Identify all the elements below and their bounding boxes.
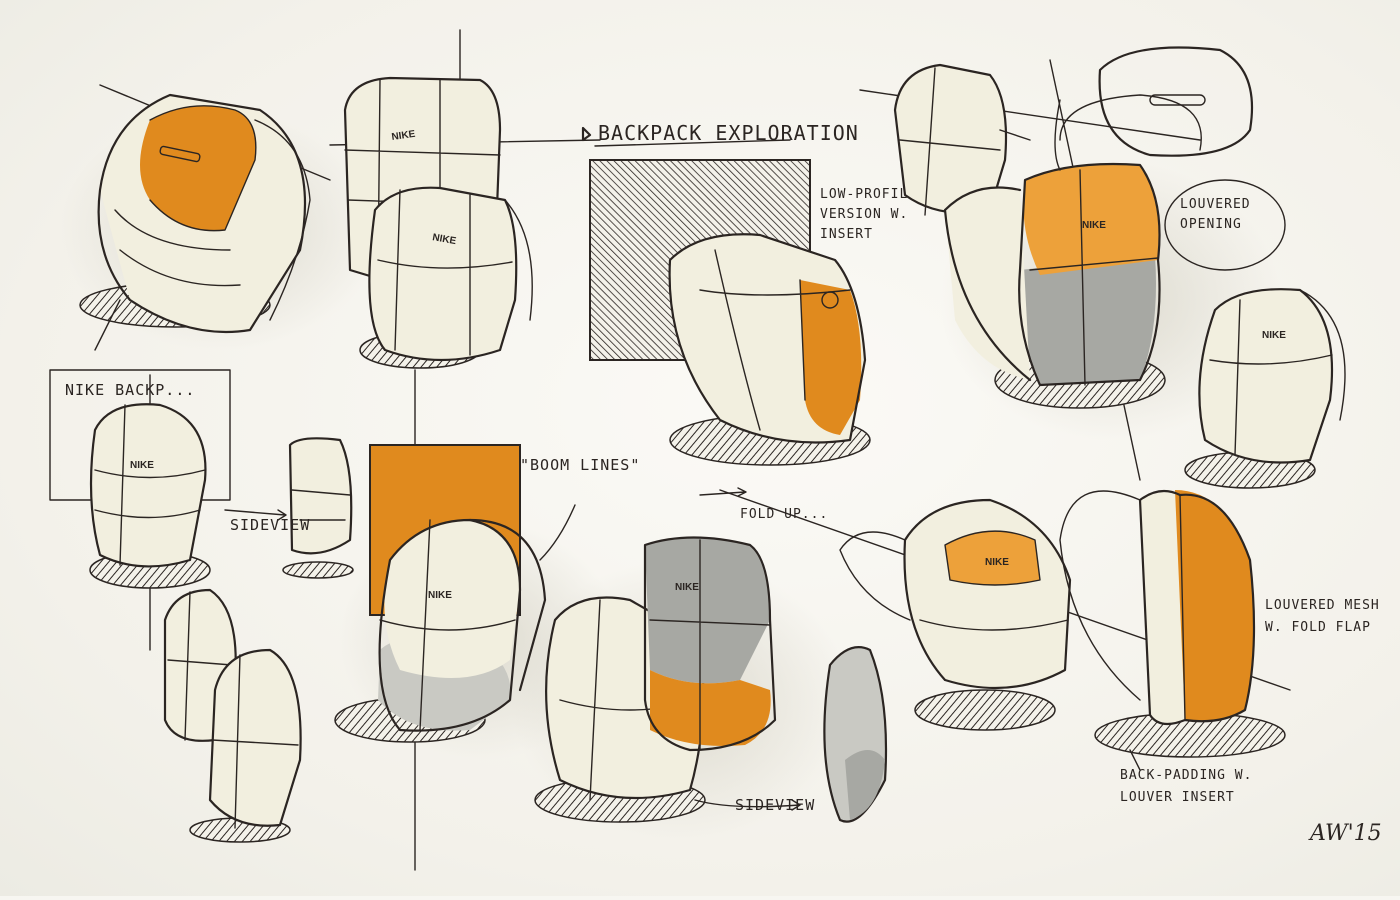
- artist-signature: AW'15: [1308, 821, 1382, 846]
- backpack-sketch-9: NIKE: [334, 518, 547, 743]
- annotation-low-profile: LOW-PROFILE VERSION W. INSERT: [820, 187, 918, 242]
- sideview-label-bottom: SIDEVIEW: [735, 796, 815, 814]
- logo-label-14: NIKE: [985, 557, 1009, 568]
- annotation-fold-up: FOLD UP...: [740, 507, 829, 522]
- backpack-sketch-11: [189, 648, 302, 843]
- backpack-sketch-5: NIKE: [943, 94, 1202, 409]
- backpack-sketch-12: NIKE SIDEVIEW: [534, 536, 815, 823]
- sideview-label-left: SIDEVIEW: [230, 516, 310, 534]
- arrows: [224, 129, 1031, 811]
- backpack-sideview-small: SIDEVIEW: [230, 437, 354, 579]
- low-profile-label: LOW-PROFILE VERSION W. INSERT: [820, 187, 918, 242]
- sketch-title: BACKPACK EXPLORATION: [598, 121, 859, 145]
- backpack-sketch-7: NIKE: [1184, 288, 1346, 489]
- backpack-sketch-2: NIKE NIKE: [343, 76, 533, 369]
- logo-label-5: NIKE: [1082, 220, 1106, 231]
- annotation-boom-lines: "BOOM LINES": [520, 456, 640, 561]
- backpack-sketch-4: [893, 63, 1008, 216]
- backpack-sketch-14: NIKE: [839, 498, 1072, 731]
- backpack-sketch-6: [1054, 46, 1254, 171]
- backpack-sketch-15: [1059, 489, 1286, 758]
- louvered-mesh-label: LOUVERED MESH W. FOLD FLAP: [1265, 598, 1380, 635]
- boom-lines-label: "BOOM LINES": [520, 456, 640, 474]
- fold-up-label: FOLD UP...: [740, 507, 829, 522]
- backpack-sketch-13: [823, 646, 888, 823]
- annotation-louvered-opening: LOUVERED OPENING: [1164, 179, 1286, 271]
- backpack-sketch-8: NIKE: [89, 403, 211, 589]
- back-padding-label: BACK-PADDING W. LOUVER INSERT: [1120, 768, 1253, 805]
- logo-label-7: NIKE: [1262, 330, 1286, 341]
- annotation-back-padding: BACK-PADDING W. LOUVER INSERT: [1120, 749, 1253, 805]
- logo-label-12: NIKE: [675, 582, 699, 593]
- logo-label-9: NIKE: [428, 590, 452, 601]
- backpack-sketch-3: [668, 233, 871, 466]
- annotation-louvered-mesh: LOUVERED MESH W. FOLD FLAP: [1265, 598, 1380, 635]
- logo-label-8: NIKE: [130, 460, 154, 471]
- nike-backpack-label: NIKE BACKP...: [65, 381, 195, 399]
- backpack-sketch-1: [79, 93, 311, 351]
- logo-label-2: NIKE: [391, 129, 417, 143]
- title-block: BACKPACK EXPLORATION: [581, 121, 859, 147]
- logo-label-2b: NIKE: [431, 232, 457, 247]
- louvered-opening-label: LOUVERED OPENING: [1180, 197, 1251, 232]
